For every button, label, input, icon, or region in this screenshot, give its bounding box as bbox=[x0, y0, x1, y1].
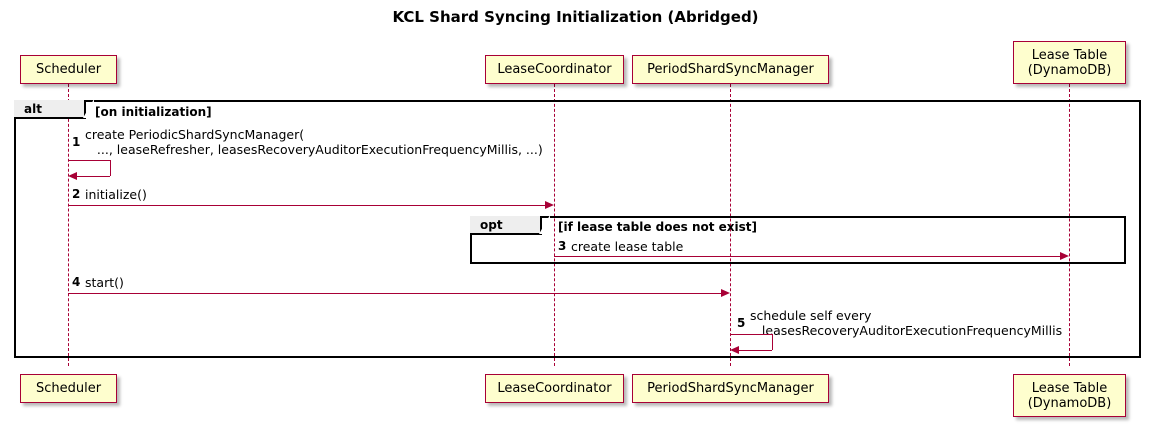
lifeline-scheduler bbox=[68, 84, 69, 366]
message-2-arrowhead bbox=[545, 201, 554, 209]
lifeline-leasecoordinator bbox=[554, 84, 555, 366]
participant-label: Scheduler bbox=[35, 62, 102, 77]
message-3-text: create lease table bbox=[571, 239, 684, 254]
message-4-text: start() bbox=[85, 275, 124, 290]
message-1-loop-bottom bbox=[77, 176, 110, 177]
participant-label: Scheduler bbox=[35, 381, 102, 396]
participant-label-line2: (DynamoDB) bbox=[1027, 395, 1112, 411]
participant-label: LeaseCoordinator bbox=[497, 62, 612, 77]
message-1-loop-right bbox=[110, 160, 111, 176]
participant-scheduler-bottom[interactable]: Scheduler bbox=[20, 374, 117, 403]
fragment-opt-label: opt bbox=[470, 215, 550, 235]
message-3-line bbox=[554, 256, 1060, 257]
participant-leasecoordinator-top[interactable]: LeaseCoordinator bbox=[485, 55, 624, 84]
message-4-number: 4 bbox=[72, 275, 81, 289]
fragment-alt-label: alt bbox=[14, 99, 94, 119]
message-5-text-line1: schedule self every bbox=[750, 308, 872, 323]
participant-periodshardsyncmanager-top[interactable]: PeriodShardSyncManager bbox=[632, 55, 829, 84]
message-5-arrowhead bbox=[730, 346, 739, 354]
message-5-text-line2: leasesRecoveryAuditorExecutionFrequencyM… bbox=[750, 323, 1063, 338]
participant-label-line1: Lease Table bbox=[1031, 380, 1108, 396]
message-5-loop-bottom bbox=[739, 350, 772, 351]
message-2-line bbox=[68, 205, 545, 206]
participant-leasecoordinator-bottom[interactable]: LeaseCoordinator bbox=[485, 374, 624, 403]
message-1-number: 1 bbox=[72, 135, 81, 149]
fragment-opt bbox=[470, 216, 1126, 264]
participant-leasetable-top[interactable]: Lease Table (DynamoDB) bbox=[1013, 41, 1126, 84]
message-4-line bbox=[68, 293, 721, 294]
message-5-number: 5 bbox=[737, 316, 746, 330]
message-5-loop-top bbox=[730, 334, 772, 335]
participant-label-line1: Lease Table bbox=[1031, 47, 1108, 63]
fragment-alt bbox=[14, 100, 1141, 358]
lifeline-periodshardsyncmanager bbox=[730, 84, 731, 366]
participant-label: PeriodShardSyncManager bbox=[647, 62, 814, 77]
participant-label-line2: (DynamoDB) bbox=[1027, 62, 1112, 78]
message-4-arrowhead bbox=[721, 289, 730, 297]
diagram-title: KCL Shard Syncing Initialization (Abridg… bbox=[392, 8, 759, 26]
message-1-text-line1: create PeriodicShardSyncManager( bbox=[85, 127, 305, 142]
participant-scheduler-top[interactable]: Scheduler bbox=[20, 55, 117, 84]
fragment-alt-condition: [on initialization] bbox=[95, 105, 212, 119]
message-3-number: 3 bbox=[558, 239, 567, 253]
lifeline-leasetable bbox=[1069, 84, 1070, 366]
message-2-text: initialize() bbox=[85, 187, 147, 202]
participant-periodshardsyncmanager-bottom[interactable]: PeriodShardSyncManager bbox=[632, 374, 829, 403]
participant-label: LeaseCoordinator bbox=[497, 381, 612, 396]
message-2-number: 2 bbox=[72, 187, 81, 201]
message-3-arrowhead bbox=[1060, 252, 1069, 260]
participant-leasetable-bottom[interactable]: Lease Table (DynamoDB) bbox=[1013, 374, 1126, 417]
fragment-opt-condition: [if lease table does not exist] bbox=[558, 220, 758, 234]
participant-label: PeriodShardSyncManager bbox=[647, 381, 814, 396]
message-1-text-line2: ..., leaseRefresher, leasesRecoveryAudit… bbox=[85, 142, 543, 157]
message-1-arrowhead bbox=[68, 172, 77, 180]
message-1-loop-top bbox=[68, 160, 110, 161]
message-5-loop-right bbox=[772, 334, 773, 350]
